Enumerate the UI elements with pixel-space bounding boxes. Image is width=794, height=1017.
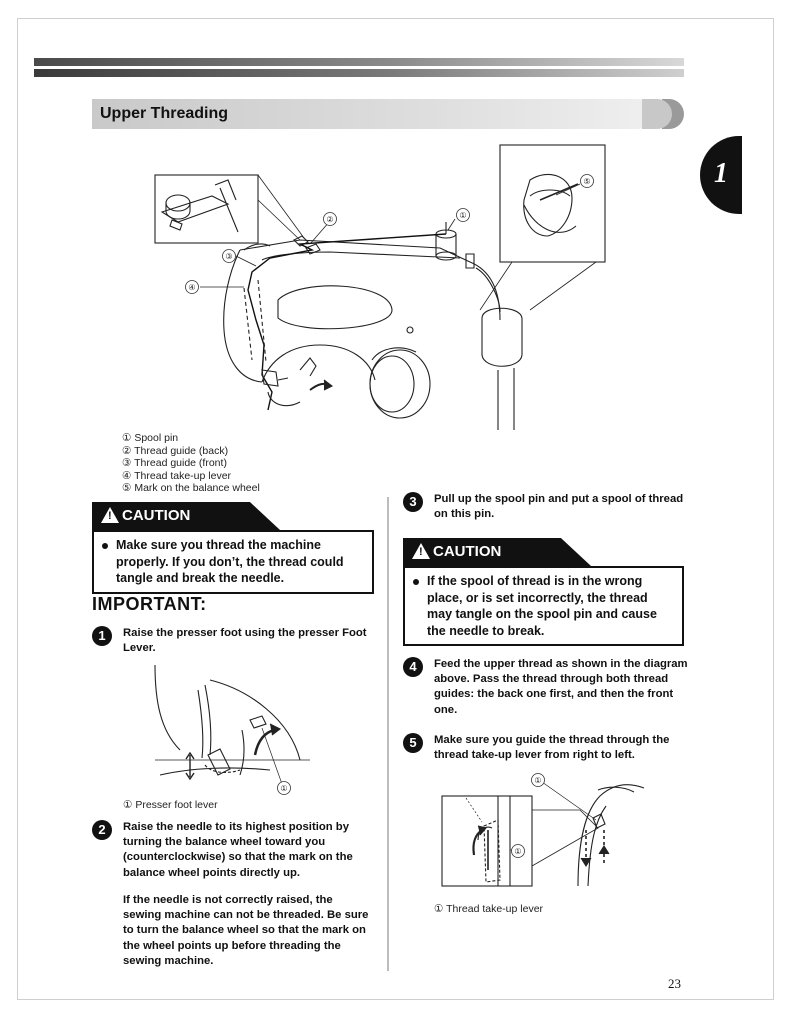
caution-right-label: CAUTION [433,543,502,560]
caution-left-box: Make sure you thread the machine properl… [92,530,374,594]
fig5-callout-inset: ① [514,847,521,856]
legend-item-thread-guide-back: ② Thread guide (back) [122,444,229,457]
bullet-icon [102,543,108,549]
step-3: 3 Pull up the spool pin and put a spool … [403,492,688,522]
main-figure-legend: ① Spool pin ② Thread guide (back) ③ Thre… [122,432,260,495]
caution-left-header: ! CAUTION [92,502,374,530]
caution-right-header: ! CAUTION [403,538,684,566]
caution-right-text: If the spool of thread is in the wrong p… [427,574,657,638]
step-1-number: 1 [92,626,112,646]
step-4: 4 Feed the upper thread as shown in the … [403,657,688,718]
fig1-callout: ① [280,784,287,793]
fig5-callout-top: ① [534,776,541,785]
step-5: 5 Make sure you guide the thread through… [403,733,688,763]
legend-item-balance-wheel-mark: ⑤ Mark on the balance wheel [122,482,260,495]
warning-exclamation-icon: ! [419,546,423,558]
caution-left-tag: ! CAUTION [92,502,280,530]
step-2-number: 2 [92,820,112,840]
header-bar-top [34,58,684,66]
step-2-note: If the needle is not correctly raised, t… [123,894,369,967]
step-5-number: 5 [403,733,423,753]
step-3-text: Pull up the spool pin and put a spool of… [434,493,684,521]
warning-triangle-icon [101,507,119,523]
legend-item-spool-pin: ① Spool pin [122,432,179,444]
caution-left: ! CAUTION Make sure you thread the machi… [92,502,374,594]
warning-triangle-icon [412,543,430,559]
presser-foot-illustration: ① [154,664,310,795]
take-up-lever-illustration: ① ① [441,773,645,887]
chapter-number: 1 [714,158,728,189]
header-bars [34,58,684,78]
page-number: 23 [668,976,681,991]
caution-left-text: Make sure you thread the machine properl… [116,538,344,585]
fig5-caption: ① Thread take-up lever [434,903,544,915]
header-bar-bottom [34,69,684,77]
step-3-number: 3 [403,492,423,512]
legend-item-thread-guide-front: ③ Thread guide (front) [122,457,227,470]
column-divider [387,497,389,971]
section-header: Upper Threading [92,99,684,129]
step-4-text: Feed the upper thread as shown in the di… [434,658,688,716]
caution-right: ! CAUTION If the spool of thread is in t… [403,538,684,646]
section-header-cap-light [642,99,672,129]
step-4-number: 4 [403,657,423,677]
caution-right-box: If the spool of thread is in the wrong p… [403,566,684,646]
section-title: Upper Threading [100,105,229,122]
step-5-text: Make sure you guide the thread through t… [434,734,670,762]
step-1: 1 Raise the presser foot using the press… [92,626,374,656]
legend-item-take-up-lever: ④ Thread take-up lever [122,469,232,482]
step-2: 2 Raise the needle to its highest positi… [92,820,374,881]
step-1-text: Raise the presser foot using the presser… [123,627,367,655]
caution-right-tag: ! CAUTION [403,538,591,566]
fig1-caption: ① Presser foot lever [123,799,218,811]
step-2-text: Raise the needle to its highest position… [123,821,353,879]
important-heading: IMPORTANT: [92,594,207,614]
bullet-icon [413,579,419,585]
caution-left-label: CAUTION [122,507,191,524]
warning-exclamation-icon: ! [108,510,112,522]
